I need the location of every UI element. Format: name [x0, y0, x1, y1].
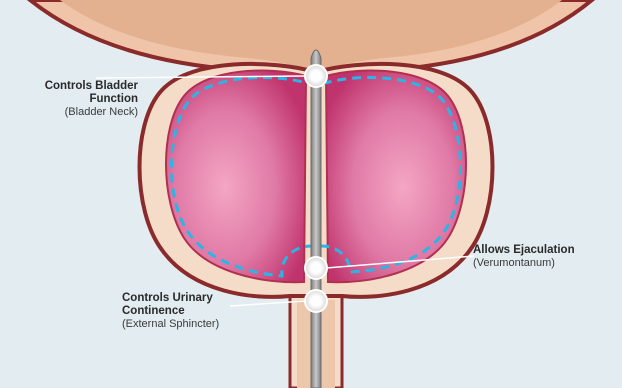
label-urinary-continence: Controls Urinary Continence (External Sp…	[122, 292, 242, 331]
marker-verumontanum	[305, 257, 327, 279]
instrument-rod	[311, 50, 321, 388]
label-ejaculation: Allows Ejaculation (Verumontanum)	[473, 244, 613, 270]
label-urinary-continence-title: Controls Urinary Continence	[122, 292, 242, 318]
marker-bladder-neck	[305, 65, 327, 87]
label-bladder-function: Controls Bladder Function (Bladder Neck)	[28, 80, 138, 119]
label-ejaculation-title: Allows Ejaculation	[473, 244, 613, 257]
label-bladder-function-sub: (Bladder Neck)	[28, 106, 138, 119]
label-ejaculation-sub: (Verumontanum)	[473, 257, 613, 270]
marker-external-sphincter	[305, 290, 327, 312]
label-bladder-function-title: Controls Bladder Function	[28, 80, 138, 106]
label-urinary-continence-sub: (External Sphincter)	[122, 318, 242, 331]
